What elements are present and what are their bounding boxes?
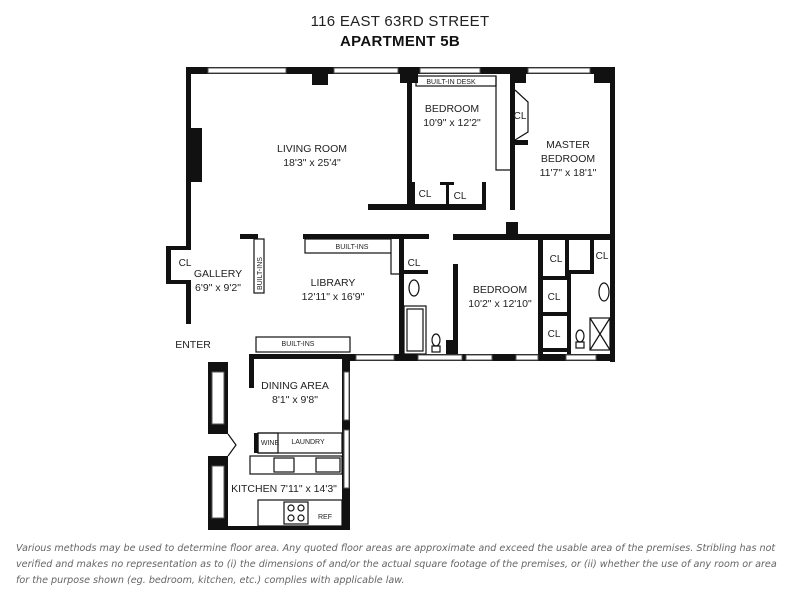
plan-header: 116 EAST 63RD STREET APARTMENT 5B	[0, 12, 800, 52]
living-room-dims: 18'3" x 25'4"	[283, 157, 341, 169]
laundry-label: LAUNDRY	[291, 439, 325, 446]
enter-label: ENTER	[175, 339, 211, 351]
master-bedroom-name: MASTER	[546, 139, 590, 151]
built-ins-label: BUILT-INS	[336, 244, 369, 251]
closet-label: CL	[514, 111, 527, 122]
closet-label: CL	[550, 254, 563, 265]
ref-label: REF	[318, 514, 332, 521]
closet-label: CL	[179, 258, 192, 269]
built-ins-vertical-label: BUILT-INS	[257, 257, 264, 290]
kitchen-label: KITCHEN 7'11" x 14'3"	[231, 483, 337, 495]
dining-area-name: DINING AREA	[261, 380, 329, 392]
bedroom-1-name: BEDROOM	[425, 103, 479, 115]
bedroom-2-name: BEDROOM	[473, 284, 527, 296]
built-ins-bottom-label: BUILT-INS	[282, 341, 315, 348]
dining-area-dims: 8'1" x 9'8"	[272, 394, 318, 406]
floor-plan: LIVING ROOM 18'3" x 25'4" BUILT-IN DESK …	[166, 67, 615, 530]
closet-label: CL	[408, 258, 421, 269]
plan-labels: LIVING ROOM 18'3" x 25'4" BUILT-IN DESK …	[175, 79, 609, 521]
address-title: 116 EAST 63RD STREET	[310, 13, 490, 30]
gallery-name: GALLERY	[194, 268, 242, 280]
apartment-title: APARTMENT 5B	[340, 33, 460, 50]
closet-label: CL	[548, 329, 561, 340]
gallery-dims: 6'9" x 9'2"	[195, 282, 241, 294]
disclaimer-text: Various methods may be used to determine…	[16, 543, 777, 586]
bedroom-2-dims: 10'2" x 12'10"	[468, 298, 532, 310]
wine-label: WINE	[261, 440, 280, 447]
library-dims: 12'11" x 16'9"	[302, 291, 365, 303]
closet-label: CL	[419, 189, 432, 200]
closet-label: CL	[454, 191, 467, 202]
master-bedroom-dims: 11'7" x 18'1"	[540, 167, 597, 179]
interior-walls	[186, 74, 611, 527]
master-bedroom-name-2: BEDROOM	[541, 153, 595, 165]
living-room-name: LIVING ROOM	[277, 143, 347, 155]
closet-label: CL	[596, 251, 609, 262]
exterior-walls	[166, 67, 615, 530]
bedroom-1-dims: 10'9" x 12'2"	[423, 117, 481, 129]
closet-label: CL	[548, 292, 561, 303]
built-in-desk-label: BUILT-IN DESK	[426, 79, 476, 86]
library-name: LIBRARY	[311, 277, 356, 289]
